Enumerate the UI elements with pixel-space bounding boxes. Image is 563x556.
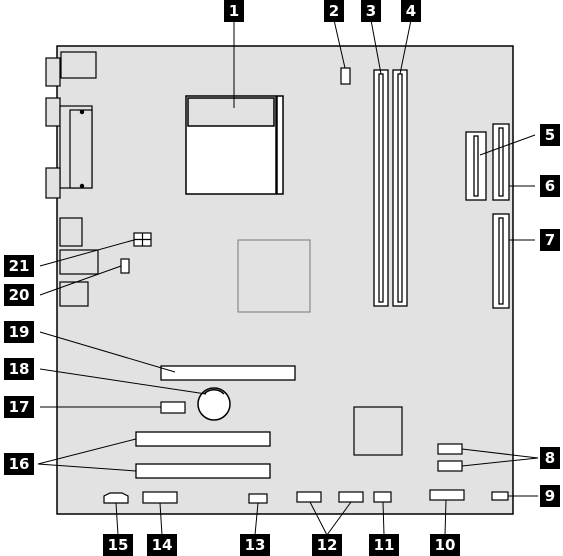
callout-3: 3	[361, 0, 381, 22]
callout-1: 1	[224, 0, 244, 22]
callout-14: 14	[147, 534, 177, 556]
battery	[198, 388, 230, 420]
callout-15: 15	[103, 534, 133, 556]
callout-17: 17	[4, 396, 34, 418]
callout-18: 18	[4, 358, 34, 380]
callout-12: 12	[312, 534, 342, 556]
power-connector-12v	[134, 233, 151, 246]
callout-11: 11	[369, 534, 399, 556]
callout-8: 8	[540, 447, 560, 469]
callout-6: 6	[540, 175, 560, 197]
callout-5: 5	[540, 124, 560, 146]
fan-connector	[341, 68, 350, 84]
callout-13: 13	[240, 534, 270, 556]
callout-16: 16	[4, 453, 34, 475]
thermal-connector	[121, 259, 129, 273]
callout-10: 10	[430, 534, 460, 556]
callout-20: 20	[4, 284, 34, 306]
callout-4: 4	[401, 0, 421, 22]
callout-7: 7	[540, 229, 560, 251]
callout-19: 19	[4, 321, 34, 343]
callout-2: 2	[324, 0, 344, 22]
callout-21: 21	[4, 255, 34, 277]
pci-express-x1-slot	[161, 366, 295, 380]
processor-socket	[186, 96, 283, 194]
callout-9: 9	[540, 485, 560, 507]
clear-cmos-jumper	[161, 402, 185, 413]
